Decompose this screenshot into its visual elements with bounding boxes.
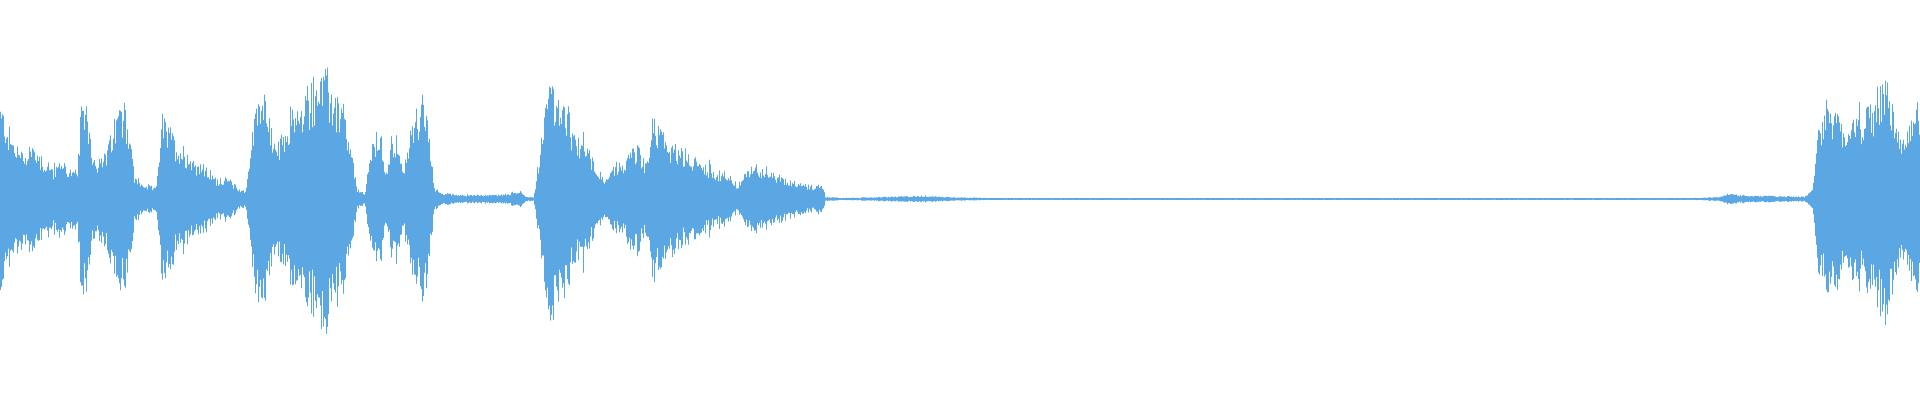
- waveform-lines: [0, 67, 1920, 334]
- waveform-path: [0, 67, 1920, 334]
